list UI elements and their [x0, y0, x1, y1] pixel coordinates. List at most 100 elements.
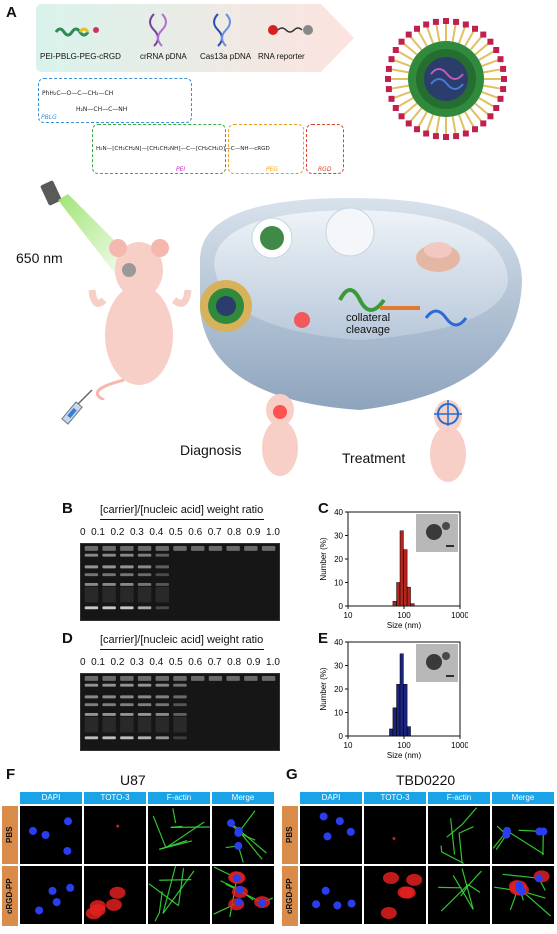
micro-f-col-factin: F-actin — [148, 792, 210, 804]
crgd-marker — [423, 21, 430, 28]
y-axis-label: Number (%) — [319, 667, 328, 710]
gel-d-title-underline — [100, 649, 264, 650]
nucleus — [235, 885, 244, 894]
tem-particle — [442, 652, 450, 660]
gel-well — [261, 545, 276, 551]
gel-band — [155, 712, 170, 716]
gel-well — [244, 545, 258, 551]
micro-panel — [300, 806, 362, 864]
gel-band — [102, 736, 116, 740]
gel-band — [102, 553, 116, 557]
gel-band — [120, 736, 134, 740]
nanoparticle-spike — [483, 84, 504, 91]
actin-fiber — [148, 883, 179, 907]
actin-fiber — [177, 868, 185, 906]
gel-band — [137, 683, 152, 687]
gel-well — [226, 545, 240, 551]
nucleus — [64, 817, 73, 826]
crgd-marker — [493, 105, 500, 111]
actin-fiber — [506, 830, 545, 855]
gel-band — [137, 565, 152, 569]
nucleus — [517, 887, 526, 896]
gel-band — [84, 573, 99, 577]
micro-g-row-crgd: cRGD-PP — [282, 866, 298, 926]
gel-d-lane-label: 0.6 — [188, 657, 203, 668]
x-tick-label: 10 — [344, 741, 353, 750]
gel-band — [120, 683, 134, 687]
syringe-icon — [61, 389, 93, 425]
crgd-marker — [497, 56, 504, 63]
x-axis-label: Size (nm) — [387, 751, 422, 760]
legend-banner — [36, 4, 354, 72]
crgd-marker — [405, 31, 412, 38]
y-tick-label: 30 — [334, 662, 343, 671]
mouse-illustration — [88, 239, 192, 400]
actin-fiber — [172, 808, 177, 824]
nucleus — [52, 898, 61, 907]
gel-band — [137, 695, 152, 699]
gel-band — [84, 606, 99, 610]
histogram-bar — [396, 684, 401, 737]
tem-particle — [442, 522, 450, 530]
micro-panel — [20, 866, 82, 924]
gel-well — [137, 675, 152, 681]
nanoparticle-spike — [458, 114, 467, 134]
micro-panel — [364, 806, 426, 864]
crgd-marker — [443, 18, 449, 24]
gel-smear — [102, 716, 116, 733]
gel-band — [120, 565, 134, 569]
gel-well — [84, 675, 99, 681]
nanoparticle-spike — [481, 58, 501, 67]
gel-band — [137, 736, 152, 740]
nucleus — [335, 817, 344, 826]
panel-letter-c: C — [318, 500, 329, 517]
nucleus — [28, 826, 37, 835]
x-tick-label: 10 — [344, 611, 353, 620]
micro-panel — [148, 806, 210, 864]
crgd-marker — [392, 105, 399, 111]
collateral-cleavage-label: collateral cleavage — [346, 312, 390, 336]
gel-band — [102, 683, 116, 687]
nucleus — [502, 830, 511, 839]
gel-well — [120, 675, 134, 681]
gel-band — [102, 703, 116, 707]
micro-g-col-factin: F-actin — [428, 792, 490, 804]
panel-letter-g: G — [286, 766, 298, 783]
pblg-box — [38, 78, 192, 123]
micro-g-col-toto3: TOTO-3 — [364, 792, 426, 804]
toto3-signal — [109, 886, 126, 899]
micro-panel — [428, 866, 490, 924]
panel-letter-d: D — [62, 630, 73, 647]
histogram-bar — [406, 586, 411, 607]
chem-pblg-line2: H₂N—CH—C—NH — [76, 106, 128, 113]
actin-fiber — [458, 833, 463, 864]
actin-fiber — [162, 865, 177, 914]
actin-fiber — [229, 878, 238, 918]
micro-panel — [428, 806, 490, 864]
micro-g-col-dapi: DAPI — [300, 792, 362, 804]
gel-smear — [120, 586, 134, 603]
gel-band — [155, 683, 170, 687]
gel-b-image — [80, 543, 280, 621]
laser-wavelength-label: 650 nm — [16, 250, 63, 266]
gel-band — [137, 553, 152, 557]
gel-band — [173, 683, 187, 687]
nanoparticle-spike — [458, 24, 467, 44]
micro-g-row-pbs-label: PBS — [285, 826, 294, 844]
toto3-signal — [392, 836, 396, 840]
treatment-mouse — [430, 400, 466, 482]
gel-b-title-underline — [100, 519, 264, 520]
crgd-marker — [462, 130, 469, 137]
peg-label: PEG — [266, 166, 279, 173]
actin-fiber — [467, 870, 482, 886]
gel-well — [84, 545, 99, 551]
gel-band — [120, 582, 134, 586]
gel-b-lane-label: 0.2 — [110, 527, 125, 538]
gel-smear — [120, 716, 134, 733]
gel-band — [155, 553, 170, 557]
gel-well — [244, 675, 258, 681]
gel-d-lane-label: 0.4 — [149, 657, 164, 668]
histogram-bar — [410, 603, 415, 607]
gel-band — [120, 573, 134, 577]
crgd-marker — [388, 56, 395, 63]
